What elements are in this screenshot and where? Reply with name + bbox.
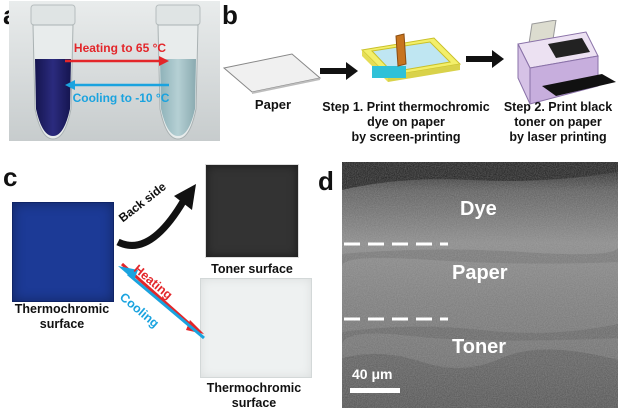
cooling-diagonal-arrow <box>118 266 205 340</box>
dye-layer-label: Dye <box>460 198 497 220</box>
toner-sample <box>206 165 298 257</box>
paper-layer-label: Paper <box>452 262 508 284</box>
panel-label-b: b <box>222 0 238 30</box>
toner-layer-label: Toner <box>452 336 507 358</box>
heating-text: Heating to 65 °C <box>73 41 167 55</box>
left-tube-cool <box>30 4 76 140</box>
sem-cross-section: Dye Paper Toner 40 μm <box>342 162 618 408</box>
cooling-text: Cooling to -10 °C <box>72 91 170 105</box>
paper-sheet <box>222 53 322 94</box>
white-thermochromic-sample <box>200 278 312 378</box>
back-side-arrow <box>116 184 196 249</box>
step2-label: Step 2. Print black toner on paper by la… <box>503 100 613 144</box>
cooling-arrow <box>65 80 169 90</box>
scale-bar-label: 40 μm <box>352 366 393 382</box>
screen-printer <box>360 33 462 82</box>
paper-label: Paper <box>254 97 292 112</box>
panel-label-c: c <box>3 162 18 192</box>
tubes-photo: Heating to 65 °C Cooling to -10 °C <box>9 1 220 141</box>
panel-c-arrows <box>116 184 205 340</box>
thermochromic-surface-right: Thermochromic surface <box>206 381 302 410</box>
laser-printer <box>517 20 616 105</box>
toner-surface-label: Toner surface <box>211 262 293 276</box>
step1-label: Step 1. Print thermochromic dye on paper… <box>322 100 490 144</box>
right-tube-heated <box>155 4 201 140</box>
arrow-to-step1 <box>320 62 358 80</box>
heating-arrow <box>65 56 169 66</box>
scale-bar <box>350 388 400 393</box>
blue-thermochromic-sample <box>12 202 114 302</box>
arrow-to-step2 <box>466 50 504 68</box>
printing-process-diagram <box>222 20 616 105</box>
thermochromic-surface-left: Thermochromic surface <box>14 302 110 331</box>
panel-label-d: d <box>318 166 334 196</box>
